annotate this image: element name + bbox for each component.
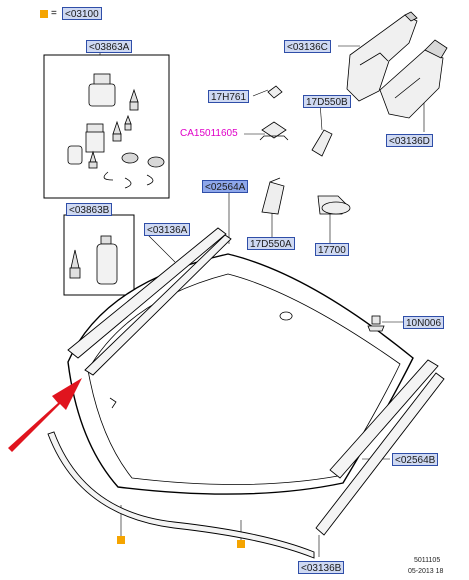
callout-03136b[interactable]: <03136B: [298, 561, 345, 574]
orange-marker-left: [117, 536, 125, 544]
callout-02564a[interactable]: <02564A: [202, 180, 249, 193]
equals-sign: =: [51, 8, 57, 19]
mirror-cover-lower: [379, 39, 448, 119]
adhesive-kit-items: [67, 73, 165, 189]
orange-marker: [40, 10, 48, 18]
callout-03136c[interactable]: <03136C: [284, 40, 331, 53]
callout-17d550b[interactable]: 17D550B: [303, 95, 351, 108]
left-pillar-moulding: [67, 227, 232, 376]
mirror-cover-upper: [346, 11, 418, 102]
right-pillar-moulding: [315, 359, 445, 536]
callout-03136d[interactable]: <03136D: [386, 134, 433, 147]
sensor-parts: [259, 85, 351, 215]
lower-moulding-strip: [47, 431, 315, 559]
callout-03136a[interactable]: <03136A: [144, 223, 191, 236]
retainer-clip: [367, 315, 385, 332]
red-arrow: [8, 378, 82, 452]
header-callout[interactable]: <03100: [62, 7, 102, 20]
callout-02564b[interactable]: <02564B: [392, 453, 439, 466]
primer-kit-items: [69, 235, 118, 285]
callout-17h761[interactable]: 17H761: [208, 90, 250, 103]
callout-ca15011605[interactable]: CA15011605: [180, 128, 238, 139]
callout-03863a[interactable]: <03863A: [86, 40, 133, 53]
footer-code: 5011105: [414, 557, 441, 564]
orange-marker-right: [237, 540, 245, 548]
callout-10n006[interactable]: 10N006: [403, 316, 445, 329]
callout-17d550a[interactable]: 17D550A: [247, 237, 295, 250]
callout-03863b[interactable]: <03863B: [66, 203, 113, 216]
callout-17700[interactable]: 17700: [315, 243, 349, 256]
footer-date: 05-2013 18: [408, 568, 444, 575]
